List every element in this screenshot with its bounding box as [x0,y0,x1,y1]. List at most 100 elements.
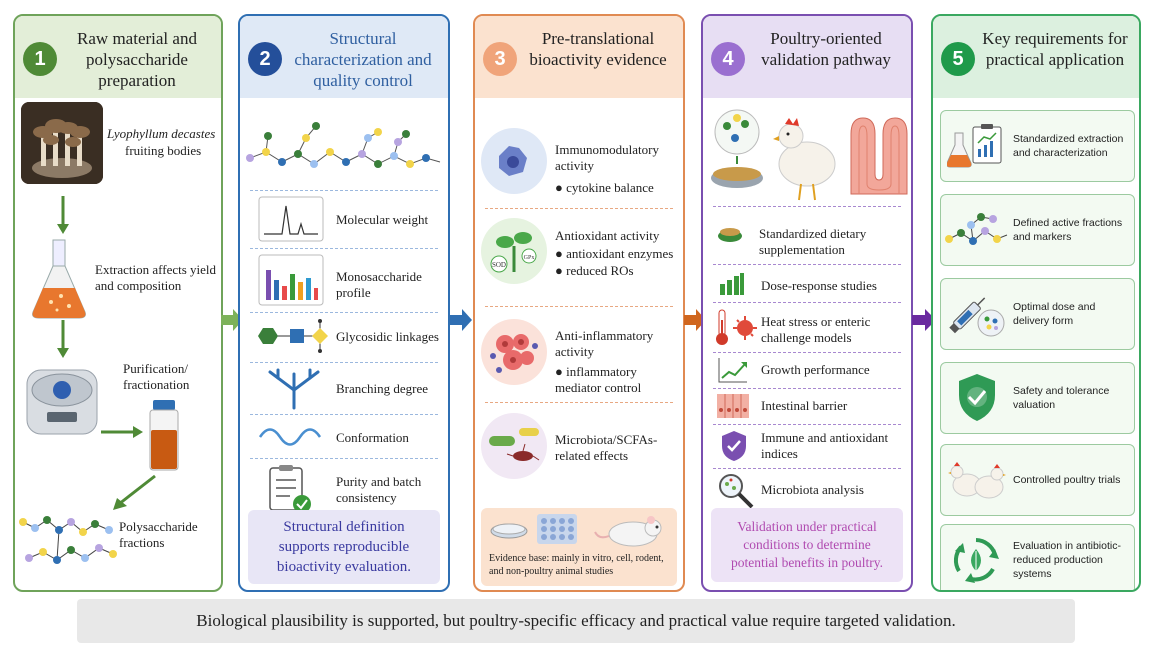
panel-1-header: 1 Raw material and polysaccharide prepar… [15,16,221,98]
poultry-group-icon [948,462,1006,499]
val-growth: Growth performance [761,362,870,377]
bar-chart-icon [720,273,744,295]
panel-raw-material: 1 Raw material and polysaccharide prepar… [13,14,223,592]
extraction-label: Extraction affects yield and composition [95,262,217,293]
divider [250,248,438,249]
bullet-text: cytokine balance [566,180,654,195]
shield-icon [722,431,746,461]
lab-clipboard-icon [947,124,1002,168]
arrow-right-icon [101,426,143,438]
well-plate-icon [537,514,577,544]
divider [250,458,438,459]
feed-bowl-icon [711,109,763,188]
wave-icon [258,428,322,446]
chromatogram-icon [258,196,324,242]
bio-microbiota: Microbiota/SCFAs-related effects [555,432,658,463]
petri-dish-icon [490,523,528,539]
panel-2-footer: Structural definition supports reproduci… [248,510,440,584]
panel-2-footer-text: Structural definition supports reproduci… [276,519,412,575]
chicken-icon [773,118,836,201]
req-text: Defined active fractions and markers [1013,217,1123,243]
barrier-icon [717,394,749,418]
panel-3-header: 3 Pre-translational bioactivity evidence [475,16,683,98]
divider [250,190,438,191]
checklist-icon [269,465,311,513]
bullet-text: antioxidant enzymes [566,246,674,261]
inflammation-cells-icon [481,319,547,385]
item-glycosidic: Glycosidic linkages [336,329,439,344]
divider [250,362,438,363]
panel-1-title: Raw material and polysaccharide preparat… [77,29,197,90]
vial-icon [149,400,179,471]
arrow-right-icon [912,309,936,331]
antioxidant-plant-icon: SOD GPx [481,218,547,284]
panel-4-header: 4 Poultry-oriented validation pathway [703,16,911,98]
purification-label: Purification/ fractionation [123,361,190,392]
thermometer-virus-icon [716,309,757,345]
arrow-down-icon [57,196,69,234]
polysaccharide-chain-icon [246,122,441,168]
shield-check-icon [959,374,995,421]
immune-cell-icon [481,128,547,194]
divider [713,206,901,207]
bar-chart-icon [258,254,324,306]
req-box: Optimal dose and delivery form [940,278,1135,350]
req-box: Standardized extraction and characteriza… [940,110,1135,182]
bullet-cytokine: ● cytokine balance [555,180,654,195]
req-box: Defined active fractions and markers [940,194,1135,266]
magnifier-icon [719,474,754,509]
centrifuge-icon [26,369,98,435]
divider [713,468,901,469]
bullet-ros: ● reduced ROs [555,263,634,278]
recycle-leaf-icon [953,538,999,583]
step-2-badge: 2 [248,42,282,76]
syringe-dish-icon [949,297,1005,337]
val-heat-stress: Heat stress or enteric challenge models [761,314,871,345]
panel-2-header: 2 Structural characterization and qualit… [240,16,448,98]
divider [485,306,673,307]
panel-3-footer: Evidence base: mainly in vitro, cell, ro… [481,508,677,586]
item-purity: Purity and batch consistency [336,474,422,505]
panel-requirements: 5 Key requirements for practical applica… [931,14,1141,592]
mouse-icon [594,516,662,547]
val-immune: Immune and antioxidant indices [761,430,889,461]
arrow-diagonal-icon [113,474,156,510]
panel-2-title: Structural characterization and quality … [294,29,432,90]
bullet-text: inflammatory mediator control [555,364,642,395]
val-microbiota: Microbiota analysis [761,482,864,497]
panel-3-footer-text: Evidence base: mainly in vitro, cell, ro… [489,553,664,577]
divider [250,312,438,313]
divider [713,424,901,425]
sod-label: SOD [492,261,506,269]
panel-5-header: 5 Key requirements for practical applica… [933,16,1139,98]
req-text: Safety and tolerance valuation [1013,385,1110,411]
panel-3-title: Pre-translational bioactivity evidence [529,29,667,69]
polysaccharide-chain-icon [945,213,1008,245]
mushroom-icon [21,102,103,184]
step-3-badge: 3 [483,42,517,76]
fractions-label: Polysaccharide fractions [119,519,198,550]
divider [713,302,901,303]
item-molecular-weight: Molecular weight [336,212,429,227]
panel-5-title: Key requirements for practical applicati… [982,29,1128,69]
bullet-text: reduced ROs [566,263,634,278]
req-box: Controlled poultry trials [940,444,1135,516]
panel-4-title: Poultry-oriented validation pathway [761,29,891,69]
fruiting-bodies-label: fruiting bodies [125,143,202,158]
conclusion-text: Biological plausibility is supported, bu… [196,611,956,630]
divider [485,402,673,403]
bullet-mediator: ● inflammatory mediator control [555,364,642,395]
microbiota-icon [481,413,547,479]
val-dietary: Standardized dietary supplementation [759,226,867,257]
item-monosaccharide: Monosaccharide profile [336,269,422,300]
bio-anti-inflammatory: Anti-inflammatory activity [555,328,654,359]
growth-chart-icon [718,358,747,383]
item-branching: Branching degree [336,381,429,396]
intestine-icon [850,117,908,195]
branching-icon [268,368,320,410]
bio-immunomodulatory: Immunomodulatory activity [555,142,659,173]
step-4-badge: 4 [711,42,745,76]
gpx-label: GPx [524,255,535,261]
bullet-enzymes: ● antioxidant enzymes [555,246,674,261]
divider [713,264,901,265]
